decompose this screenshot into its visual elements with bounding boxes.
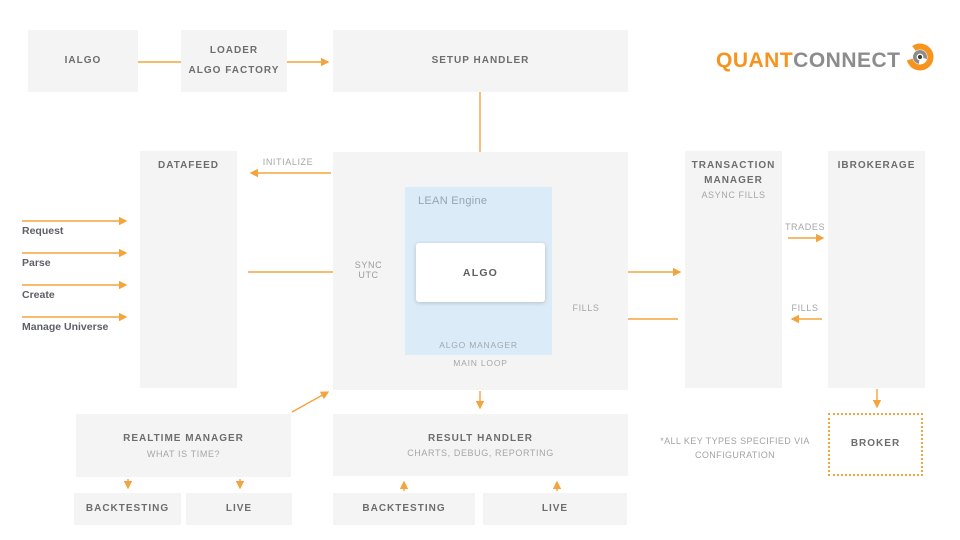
algo-factory-label: ALGO FACTORY <box>188 64 280 76</box>
node-setup-handler: SETUP HANDLER <box>333 30 628 92</box>
lean-engine-label: LEAN Engine <box>418 195 488 207</box>
arrow-realtime-to-main-loop <box>291 391 330 413</box>
what-is-time-label: WHAT IS TIME? <box>146 448 221 459</box>
node-realtime-manager: REALTIME MANAGER WHAT IS TIME? <box>76 414 291 477</box>
setup-handler-label: SETUP HANDLER <box>431 54 530 66</box>
node-result-handler: RESULT HANDLER CHARTS, DEBUG, REPORTING <box>333 414 628 476</box>
fills-engine-label: FILLS <box>572 303 600 313</box>
configuration-note-line2: CONFIGURATION <box>694 449 776 460</box>
realtime-manager-label: REALTIME MANAGER <box>123 433 244 445</box>
logo-connect-text: CONNECT <box>793 48 901 72</box>
algo-label: ALGO <box>462 266 499 279</box>
node-live-center: LIVE <box>483 493 627 525</box>
side-label-manage-universe: Manage Universe <box>22 321 109 333</box>
node-broker: BROKER <box>828 413 923 476</box>
quantconnect-swirl-icon <box>906 43 934 71</box>
side-label-parse: Parse <box>22 257 51 269</box>
node-datafeed: DATAFEED <box>140 151 237 388</box>
sync-utc-label: SYNC UTC <box>354 260 383 280</box>
async-fills-label: ASYNC FILLS <box>701 190 766 200</box>
node-live-left: LIVE <box>186 493 292 525</box>
datafeed-label: DATAFEED <box>158 160 219 171</box>
backtesting-center-label: BACKTESTING <box>362 502 446 514</box>
side-label-request: Request <box>22 225 64 237</box>
main-loop-label: MAIN LOOP <box>453 358 508 368</box>
charts-debug-reporting-label: CHARTS, DEBUG, REPORTING <box>407 448 554 459</box>
result-handler-label: RESULT HANDLER <box>428 432 533 444</box>
trades-label: TRADES <box>784 222 826 232</box>
configuration-note-line1: *ALL KEY TYPES SPECIFIED VIA <box>660 436 810 446</box>
side-label-create: Create <box>22 289 55 301</box>
initialize-label: INITIALIZE <box>262 157 314 167</box>
node-algo: ALGO <box>416 243 545 302</box>
algo-manager-label: ALGO MANAGER <box>439 340 518 350</box>
loader-label: LOADER <box>209 45 259 56</box>
ibrokerage-label: IBROKERAGE <box>837 160 916 171</box>
ialgo-label: IALGO <box>64 54 102 66</box>
configuration-note: *ALL KEY TYPES SPECIFIED VIA CONFIGURATI… <box>655 435 815 462</box>
node-ibrokerage: IBROKERAGE <box>828 151 925 388</box>
node-ialgo: IALGO <box>28 30 138 92</box>
fills-broker-label: FILLS <box>791 303 819 313</box>
logo-quant-text: QUANT <box>716 48 794 72</box>
broker-label: BROKER <box>850 438 901 450</box>
live-left-label: LIVE <box>225 502 253 514</box>
node-transaction-manager: TRANSACTION MANAGER ASYNC FILLS <box>685 151 782 388</box>
node-backtesting-left: BACKTESTING <box>74 493 181 525</box>
backtesting-left-label: BACKTESTING <box>85 502 170 514</box>
live-center-label: LIVE <box>541 502 569 514</box>
node-backtesting-center: BACKTESTING <box>333 493 475 525</box>
transaction-manager-label: TRANSACTION MANAGER <box>691 160 776 186</box>
node-loader-algo-factory: LOADER ALGO FACTORY <box>181 30 287 92</box>
